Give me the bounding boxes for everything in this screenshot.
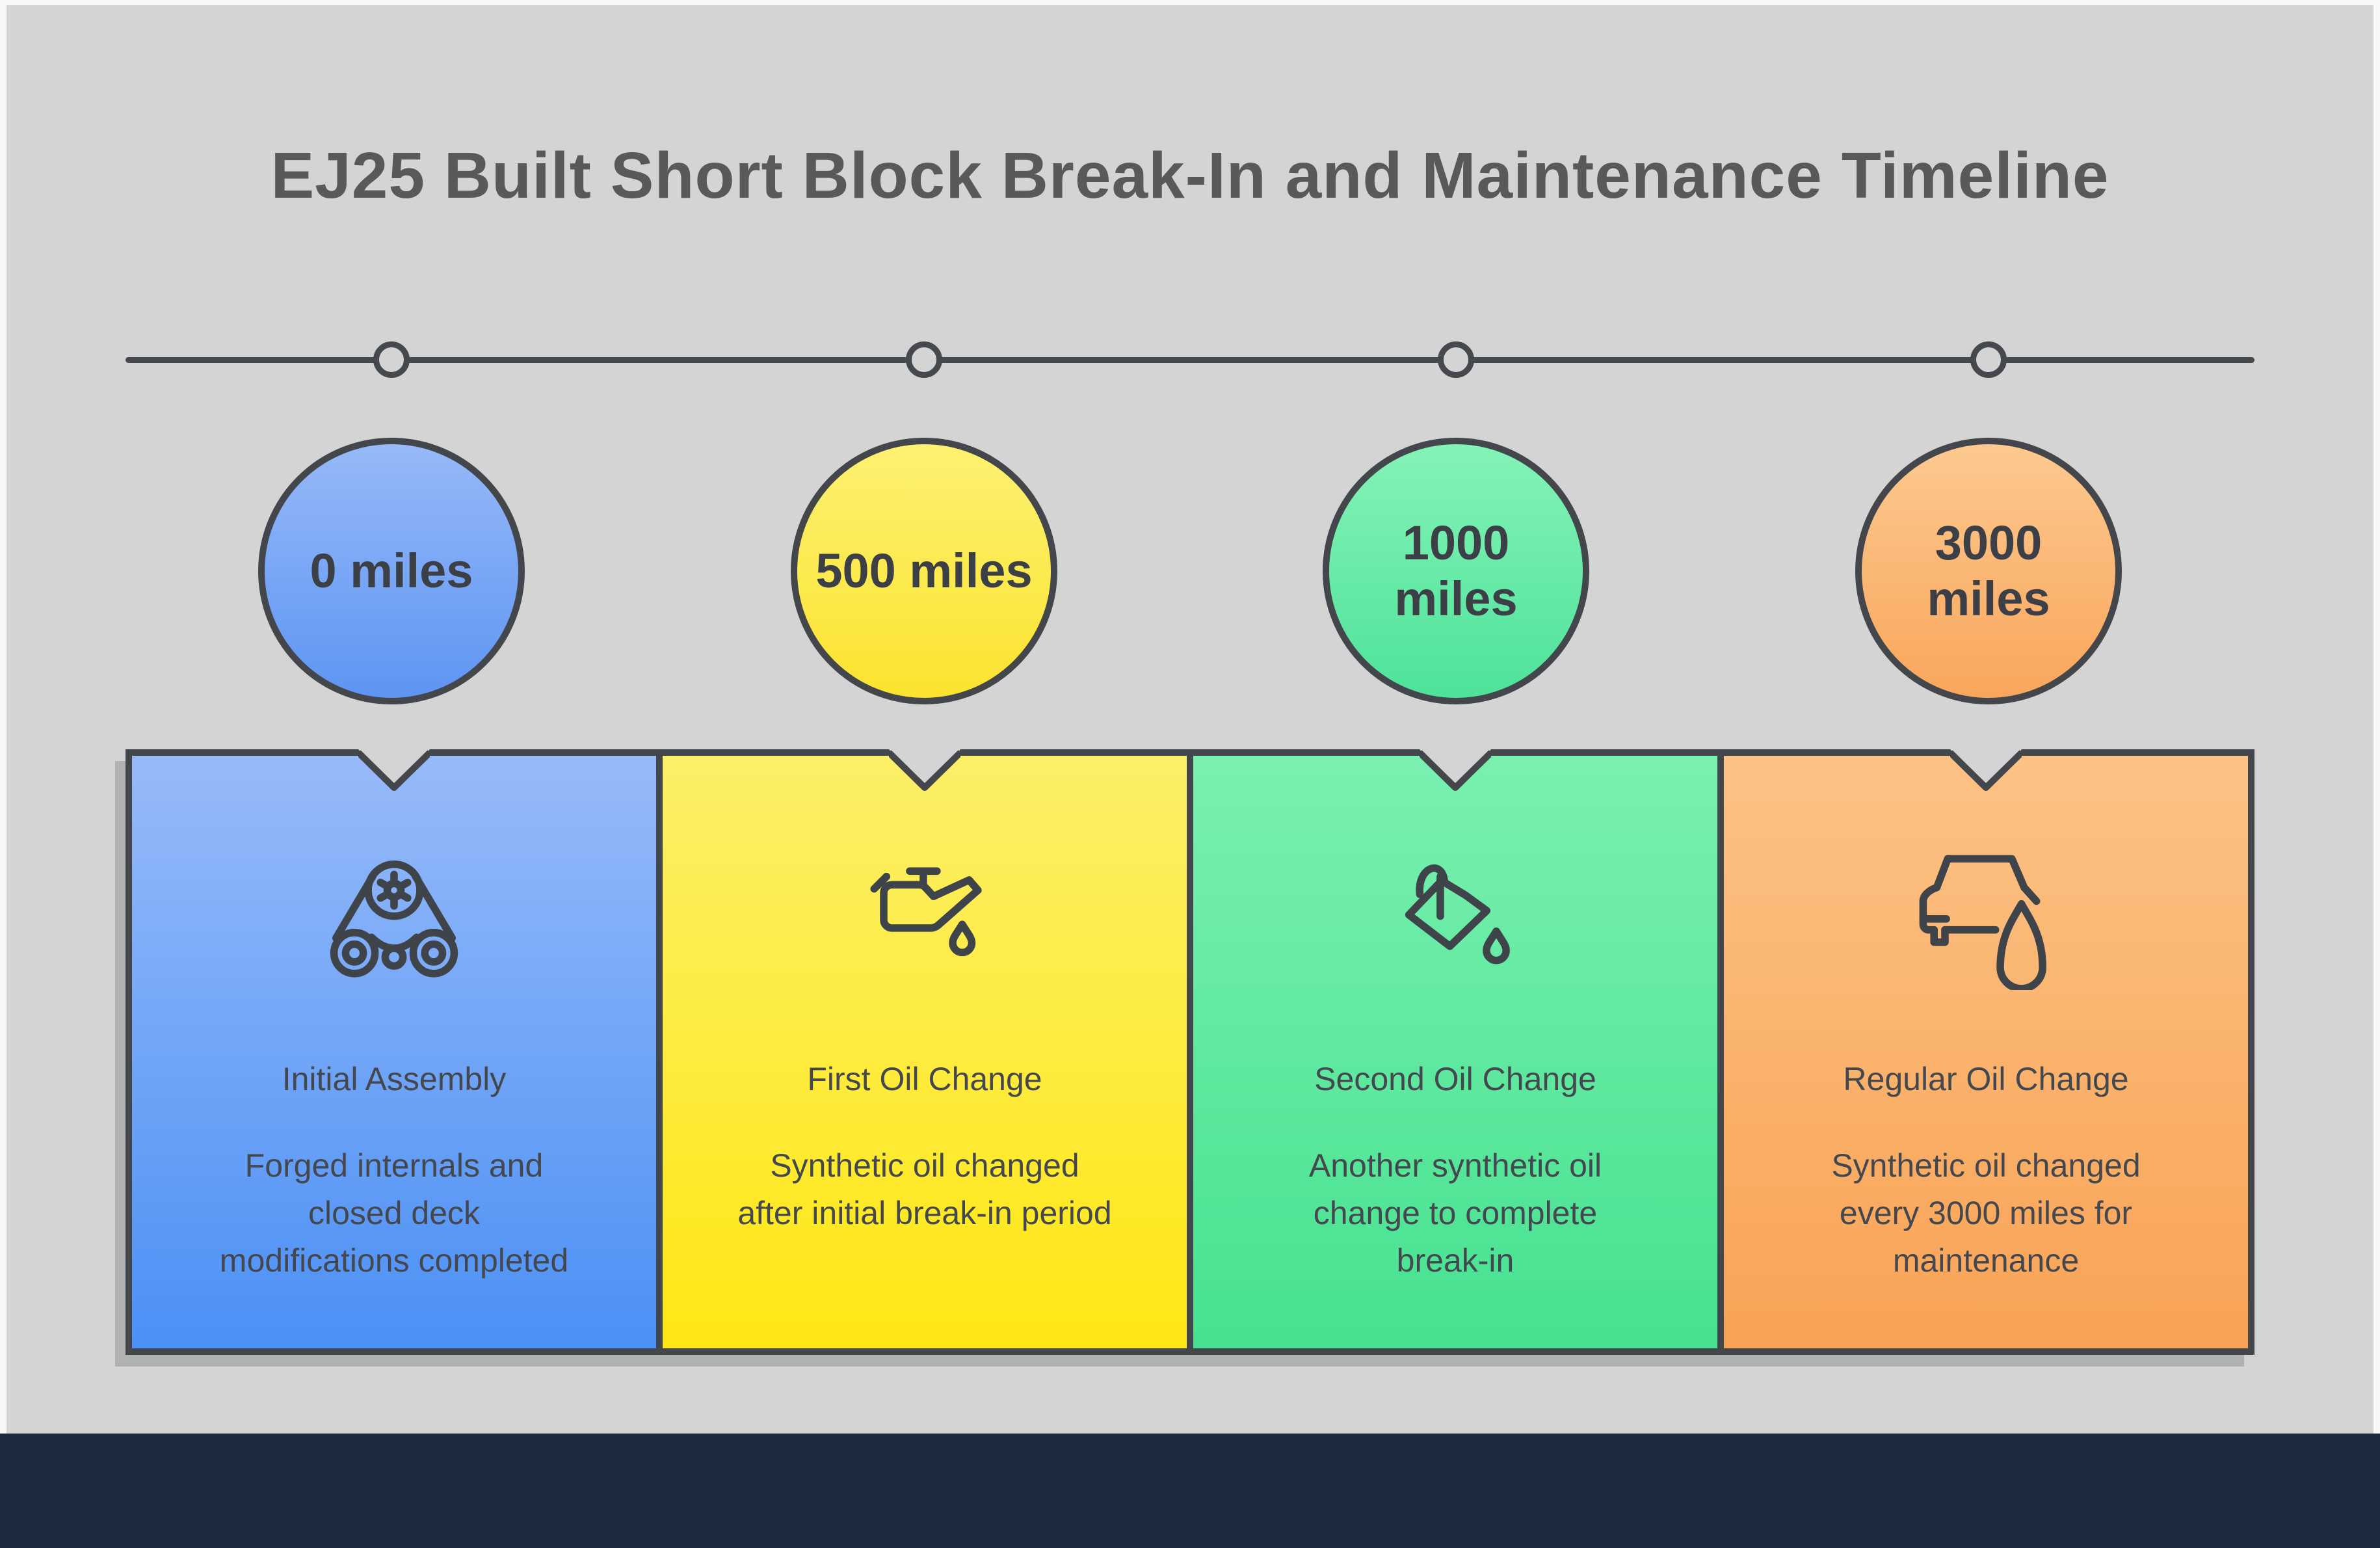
- timeline-node-500-miles: [906, 341, 942, 378]
- timing-belt-icon: [326, 853, 462, 990]
- description-line: Forged internals and: [245, 1147, 544, 1184]
- description-line: break-in: [1396, 1242, 1514, 1279]
- milestone-circle-3000-miles: 3000 miles: [1855, 438, 2122, 704]
- oil-can-icon: [856, 853, 993, 990]
- card-heading: First Oil Change: [807, 1061, 1042, 1097]
- milestone-label: miles: [1927, 572, 2050, 626]
- timeline-line: [126, 357, 2254, 363]
- card-description: Another synthetic oil change to complete…: [1214, 1142, 1697, 1285]
- description-line: Synthetic oil changed: [1831, 1147, 2141, 1184]
- milestone-label: miles: [1394, 572, 1518, 626]
- infographic-canvas: EJ25 Built Short Block Break-In and Main…: [7, 5, 2373, 1434]
- milestone-cards: Initial Assembly Forged internals and cl…: [126, 749, 2254, 1355]
- milestone-circle-1000-miles: 1000 miles: [1323, 438, 1589, 704]
- description-line: maintenance: [1892, 1242, 2080, 1279]
- card-regular-oil-change: Regular Oil Change Synthetic oil changed…: [1717, 749, 2248, 1348]
- card-notch: [1950, 749, 2022, 791]
- description-line: change to complete: [1313, 1195, 1598, 1231]
- card-notch: [358, 749, 430, 791]
- card-heading: Second Oil Change: [1314, 1061, 1596, 1097]
- milestone-circle-0-miles: 0 miles: [258, 438, 525, 704]
- milestone-label: 0 miles: [310, 544, 473, 598]
- milestone-label: 500 miles: [815, 544, 1033, 598]
- car-oil-drop-icon: [1918, 853, 2054, 990]
- milestone-label: 3000: [1935, 516, 2043, 570]
- description-line: modifications completed: [219, 1242, 569, 1279]
- footer-bar: [0, 1434, 2380, 1548]
- card-notch: [1420, 749, 1491, 791]
- card-description: Synthetic oil changed every 3000 miles f…: [1745, 1142, 2227, 1285]
- card-notch: [889, 749, 960, 791]
- pouring-jug-icon: [1387, 853, 1524, 990]
- milestone-circle-500-miles: 500 miles: [791, 438, 1057, 704]
- description-line: Synthetic oil changed: [770, 1147, 1079, 1184]
- timeline-node-1000-miles: [1438, 341, 1474, 378]
- card-second-oil-change: Second Oil Change Another synthetic oil …: [1187, 749, 1717, 1348]
- card-description: Forged internals and closed deck modific…: [153, 1142, 635, 1285]
- card-first-oil-change: First Oil Change Synthetic oil changed a…: [656, 749, 1187, 1348]
- description-line: every 3000 miles for: [1839, 1195, 2133, 1231]
- card-description: Synthetic oil changed after initial brea…: [683, 1142, 1166, 1237]
- description-line: Another synthetic oil: [1308, 1147, 1602, 1184]
- timeline-node-3000-miles: [1970, 341, 2007, 378]
- card-heading: Initial Assembly: [282, 1061, 507, 1097]
- milestone-label: 1000: [1402, 516, 1510, 570]
- page-title: EJ25 Built Short Block Break-In and Main…: [271, 139, 2109, 212]
- timeline-node-0-miles: [373, 341, 410, 378]
- card-heading: Regular Oil Change: [1843, 1061, 2129, 1097]
- card-initial-assembly: Initial Assembly Forged internals and cl…: [132, 749, 656, 1348]
- description-line: after initial break-in period: [737, 1195, 1112, 1231]
- description-line: closed deck: [308, 1195, 481, 1231]
